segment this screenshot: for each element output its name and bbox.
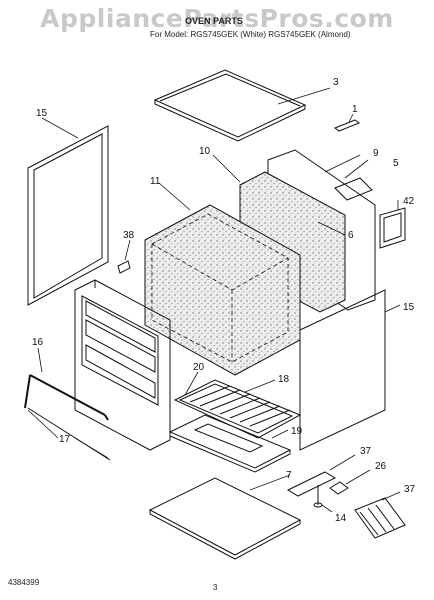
part-clip-38: [117, 260, 131, 274]
part-screw-14: [313, 485, 323, 508]
callout-3: 3: [333, 77, 339, 88]
model-line: For Model: RGS745GEK (White) RGS745GEK (…: [150, 30, 351, 39]
callout-18: 18: [278, 374, 290, 385]
part-door-gasket: [24, 374, 111, 461]
callout-6: 6: [348, 230, 354, 241]
callout-15-right: 15: [403, 302, 415, 313]
callout-10: 10: [199, 146, 211, 157]
callout-15-left: 15: [36, 108, 48, 119]
part-vent-42: [379, 207, 406, 249]
callout-42: 42: [403, 196, 415, 207]
callout-20: 20: [193, 362, 205, 373]
callout-38: 38: [123, 230, 135, 241]
callout-5: 5: [393, 158, 399, 169]
part-side-panel-left: [27, 125, 109, 306]
part-bracket-37a: [286, 471, 337, 497]
page-number: 3: [213, 583, 218, 592]
watermark: AppliancePartsPros.com: [40, 4, 394, 33]
callout-17: 17: [59, 434, 71, 445]
part-front-frame: [74, 279, 171, 451]
part-bottom-panel: [148, 477, 302, 560]
part-top-panel: [153, 69, 307, 142]
doc-number: 4384399: [8, 578, 40, 587]
callout-1: 1: [352, 104, 358, 115]
callout-14: 14: [335, 513, 347, 524]
diagram-title: OVEN PARTS: [185, 16, 243, 26]
callout-37-upper: 37: [360, 446, 372, 457]
part-clip-26: [329, 481, 349, 495]
part-cover-37b: [354, 497, 406, 539]
part-broiler-pan: [168, 414, 292, 473]
callout-19: 19: [291, 426, 303, 437]
part-bracket-1: [333, 119, 361, 132]
callout-37-lower: 37: [404, 484, 416, 495]
callout-9: 9: [373, 148, 379, 159]
callout-16: 16: [32, 337, 44, 348]
part-oven-rack: [173, 379, 302, 439]
callout-7: 7: [286, 470, 292, 481]
callout-11: 11: [150, 176, 161, 187]
part-side-panel-right: [299, 289, 386, 451]
callout-26: 26: [375, 461, 387, 472]
